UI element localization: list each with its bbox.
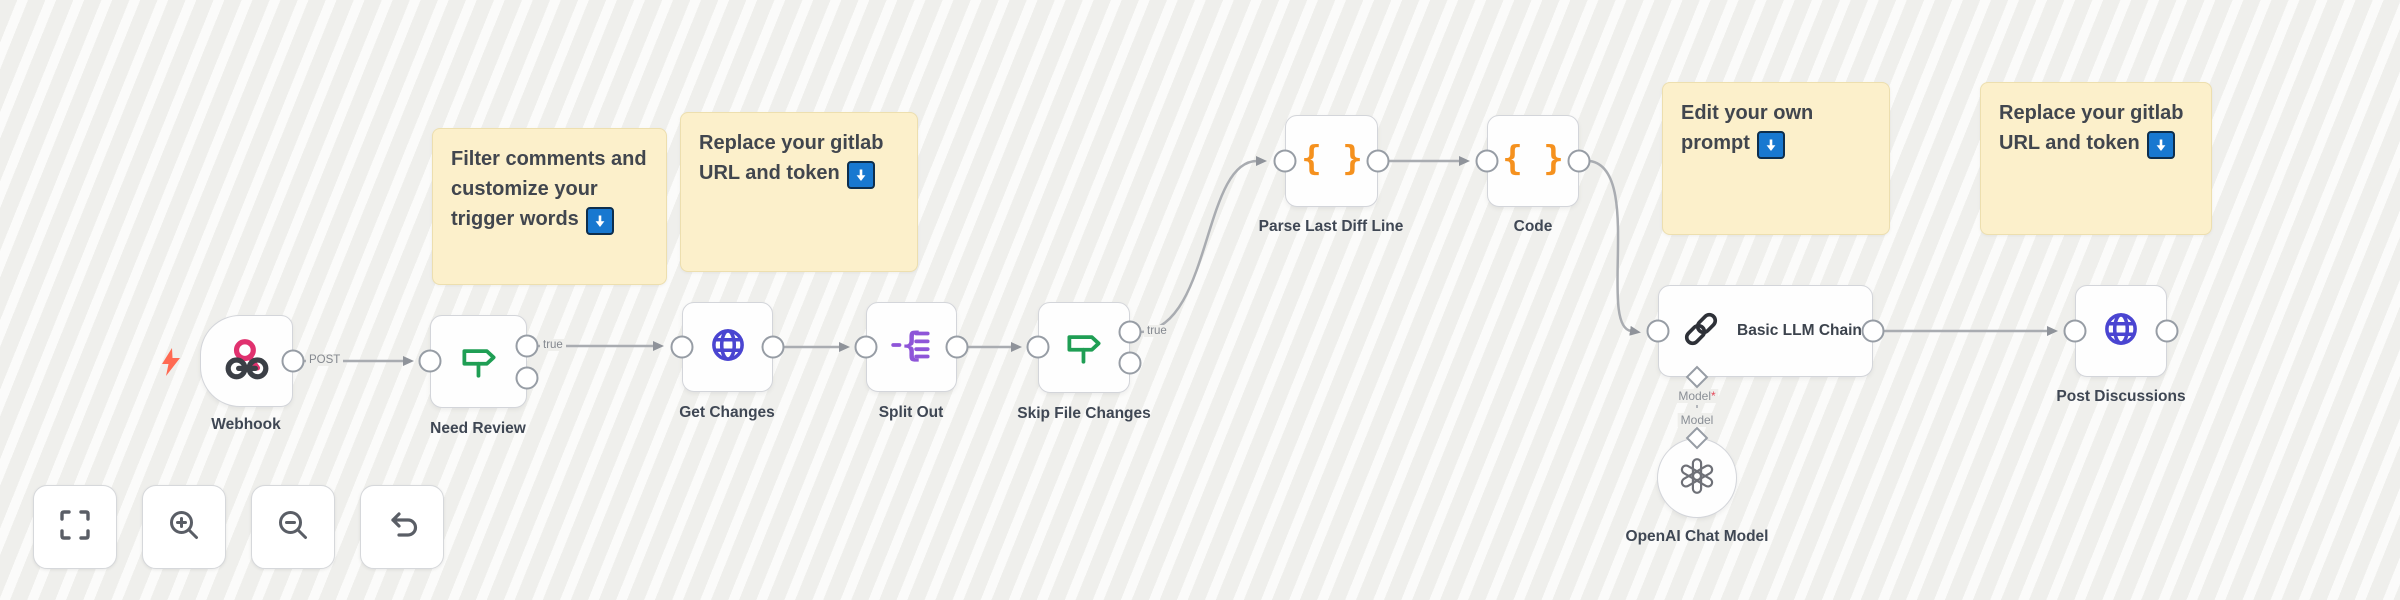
svg-text:{ }: { }	[1503, 139, 1563, 179]
node-openai-chat-model[interactable]	[1657, 438, 1737, 518]
node-split-out[interactable]: {	[866, 302, 957, 392]
sticky-note-edit-prompt[interactable]: Edit your own prompt	[1662, 82, 1890, 235]
node-post-discussions[interactable]	[2075, 285, 2167, 377]
chain-link-icon	[1681, 309, 1721, 354]
down-arrow-emoji-icon	[847, 161, 876, 189]
curly-braces-icon: { }	[1502, 136, 1563, 187]
zoom-out-button[interactable]	[251, 485, 335, 569]
fit-view-icon	[56, 506, 94, 549]
node-label-post-discussions: Post Discussions	[2056, 388, 2186, 405]
node-basic-llm-chain[interactable]: Basic LLM Chain	[1658, 285, 1873, 377]
node-label-webhook: Webhook	[211, 416, 281, 433]
sticky-note-text: Edit your own prompt	[1681, 102, 1814, 154]
curly-braces-icon: { }	[1301, 136, 1362, 187]
zoom-to-fit-button[interactable]	[33, 485, 117, 569]
undo-icon	[383, 506, 421, 549]
sticky-note-gitlab-url-1[interactable]: Replace your gitlab URL and token	[680, 112, 918, 272]
down-arrow-emoji-icon	[1757, 131, 1786, 159]
zoom-in-icon	[165, 506, 203, 549]
node-label-split-out: Split Out	[878, 404, 944, 421]
node-label-skip-file-changes: Skip File Changes	[1017, 405, 1151, 422]
model-endpoint-label: Model	[1677, 413, 1717, 427]
zoom-out-icon	[274, 506, 312, 549]
signpost-icon	[1061, 322, 1107, 373]
zoom-in-button[interactable]	[142, 485, 226, 569]
globe-icon	[705, 322, 751, 373]
down-arrow-emoji-icon	[586, 207, 615, 235]
globe-icon	[2098, 306, 2144, 357]
sticky-note-filter-comments[interactable]: Filter comments and customize your trigg…	[432, 128, 667, 285]
node-need-review[interactable]	[430, 315, 527, 408]
sticky-note-text: Filter comments and customize your trigg…	[451, 148, 647, 230]
node-skip-file-changes[interactable]	[1038, 302, 1130, 393]
node-parse-last-diff-line[interactable]: { }	[1285, 115, 1378, 207]
split-out-icon: {	[889, 322, 935, 373]
node-label-need-review: Need Review	[430, 420, 526, 437]
connection-label-true: true	[540, 339, 566, 351]
model-slot-label: Model*	[1675, 389, 1719, 403]
trigger-bolt-icon	[162, 348, 180, 376]
node-label-get-changes: Get Changes	[679, 404, 775, 421]
openai-icon	[1677, 456, 1717, 501]
svg-text:{ }: { }	[1302, 139, 1362, 179]
connection-label-post: POST	[306, 354, 344, 366]
node-label-openai-chat-model: OpenAI Chat Model	[1625, 528, 1769, 545]
node-webhook[interactable]	[200, 315, 293, 407]
signpost-icon	[456, 336, 502, 387]
sticky-note-text: Replace your gitlab URL and token	[1999, 102, 2184, 154]
down-arrow-emoji-icon	[2147, 131, 2176, 159]
node-title-basic-llm-chain: Basic LLM Chain	[1737, 322, 1862, 339]
node-code[interactable]: { }	[1487, 115, 1579, 207]
node-label-parse-last-diff-line: Parse Last Diff Line	[1258, 218, 1404, 235]
sticky-note-text: Replace your gitlab URL and token	[699, 132, 884, 184]
canvas-toolbar	[33, 485, 444, 569]
node-label-code: Code	[1513, 218, 1553, 235]
svg-text:{: {	[901, 325, 921, 364]
node-get-changes[interactable]	[682, 302, 773, 392]
webhook-icon	[224, 336, 270, 387]
undo-button[interactable]	[360, 485, 444, 569]
connection-code-to-basic-llm-chain[interactable]	[1589, 159, 1641, 336]
connection-skip-file-changes-to-parse[interactable]	[1140, 156, 1267, 334]
sticky-note-gitlab-url-2[interactable]: Replace your gitlab URL and token	[1980, 82, 2212, 235]
connection-label-true: true	[1144, 325, 1170, 337]
